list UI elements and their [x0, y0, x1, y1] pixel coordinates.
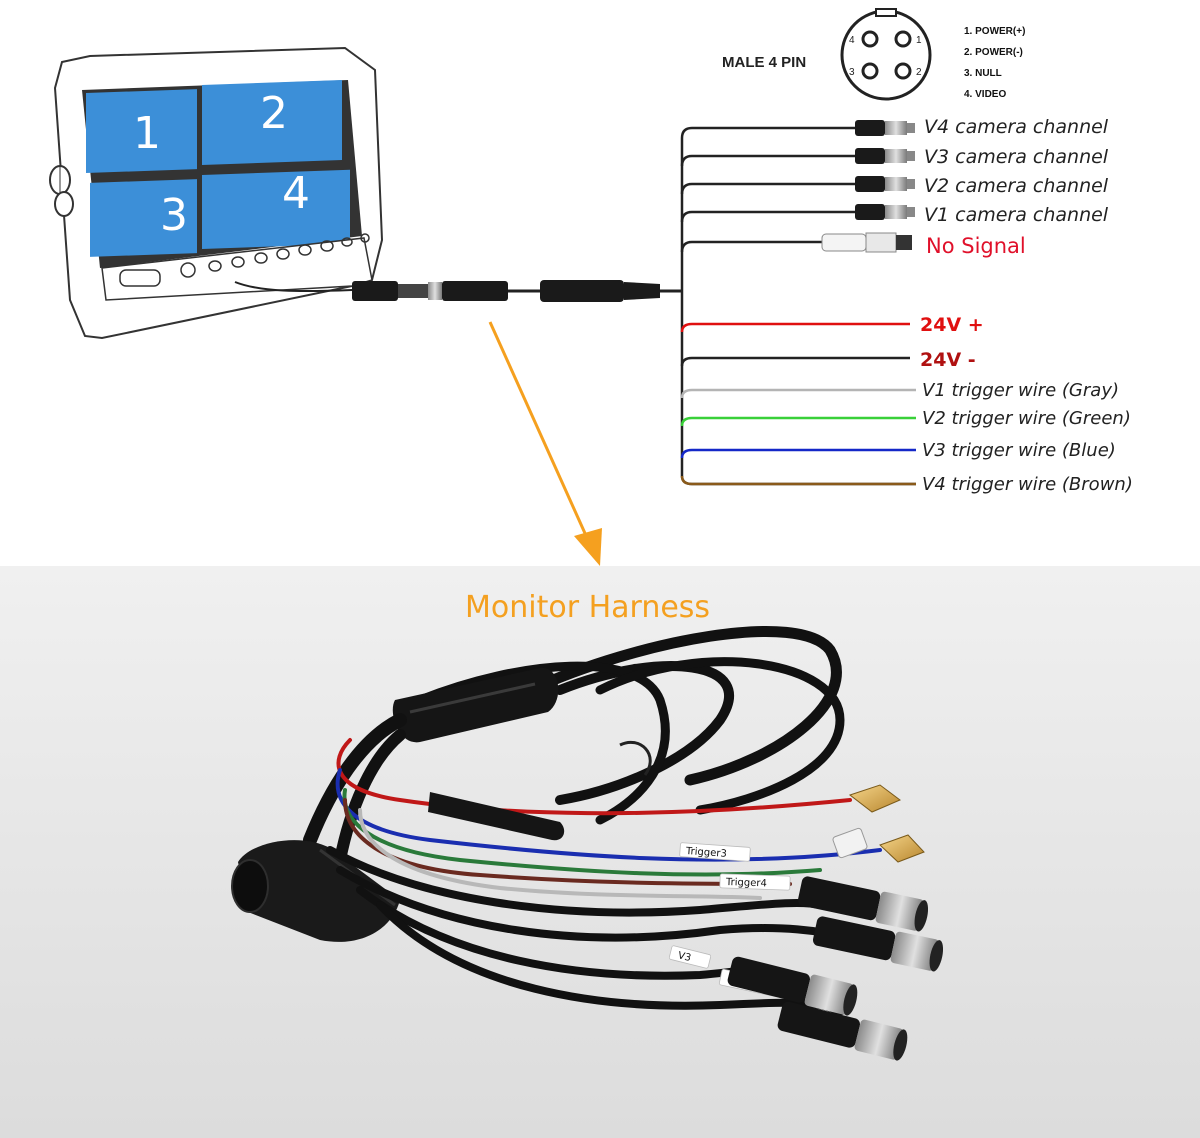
pin-number-1: 1 — [916, 35, 922, 46]
male-4pin-connector: MALE 4 PIN 4 1 3 2 1. POWER(+) 2. POWER(… — [722, 8, 1025, 101]
channel-label-v4: V4 camera channel — [924, 116, 1109, 138]
trigger-wire-4 — [680, 475, 916, 486]
trigger-wires — [680, 388, 916, 486]
quadrant-label-3: 3 — [160, 190, 188, 241]
connector-chain — [234, 280, 682, 302]
camera-plugs — [821, 120, 915, 253]
quadrant-label-4: 4 — [282, 168, 310, 219]
channel-label-v2: V2 camera channel — [924, 175, 1109, 197]
arrow-to-photo — [488, 321, 602, 566]
trigger-labels: V1 trigger wire (Gray) V2 trigger wire (G… — [922, 380, 1133, 495]
pin-number-2: 2 — [916, 67, 922, 78]
trigger-label-1: V1 trigger wire (Gray) — [922, 380, 1119, 401]
connector-title: MALE 4 PIN — [722, 54, 806, 71]
screen-quadrant-4 — [202, 169, 350, 249]
quadrant-label-1: 1 — [133, 108, 161, 159]
trigger-wire-1 — [680, 388, 916, 399]
channel-label-v1: V1 camera channel — [924, 204, 1109, 226]
no-signal-label: No Signal — [926, 234, 1026, 258]
rca-plug — [821, 232, 912, 253]
monitor-illustration: 1 2 3 4 — [49, 46, 384, 340]
trigger-wire-3 — [680, 448, 916, 459]
quadrant-label-2: 2 — [260, 88, 288, 139]
screen-quadrant-1 — [86, 89, 197, 173]
pin-number-3: 3 — [849, 67, 855, 78]
pin-label-3: 3. NULL — [964, 68, 1002, 79]
tag-v3: V3 — [677, 950, 692, 964]
tag-trigger3: Trigger3 — [685, 846, 728, 860]
power-positive-label: 24V + — [920, 314, 984, 336]
pin-number-4: 4 — [849, 35, 855, 46]
trigger-wire-2 — [680, 416, 916, 427]
pin-label-4: 4. VIDEO — [964, 89, 1006, 100]
tag-trigger4: Trigger4 — [725, 877, 767, 889]
channel-label-v3: V3 camera channel — [924, 146, 1109, 168]
harness-photo: Monitor Harness — [0, 566, 1200, 1138]
trigger-label-2: V2 trigger wire (Green) — [922, 408, 1131, 429]
power-negative-label: 24V - — [920, 349, 976, 371]
photo-caption: Monitor Harness — [465, 590, 710, 625]
trigger-label-4: V4 trigger wire (Brown) — [922, 474, 1133, 495]
pin-label-2: 2. POWER(-) — [964, 47, 1023, 58]
screen-quadrant-2 — [202, 80, 342, 165]
screen-quadrant-3 — [90, 179, 197, 257]
trigger-label-3: V3 trigger wire (Blue) — [922, 440, 1116, 461]
pin-label-1: 1. POWER(+) — [964, 26, 1025, 37]
